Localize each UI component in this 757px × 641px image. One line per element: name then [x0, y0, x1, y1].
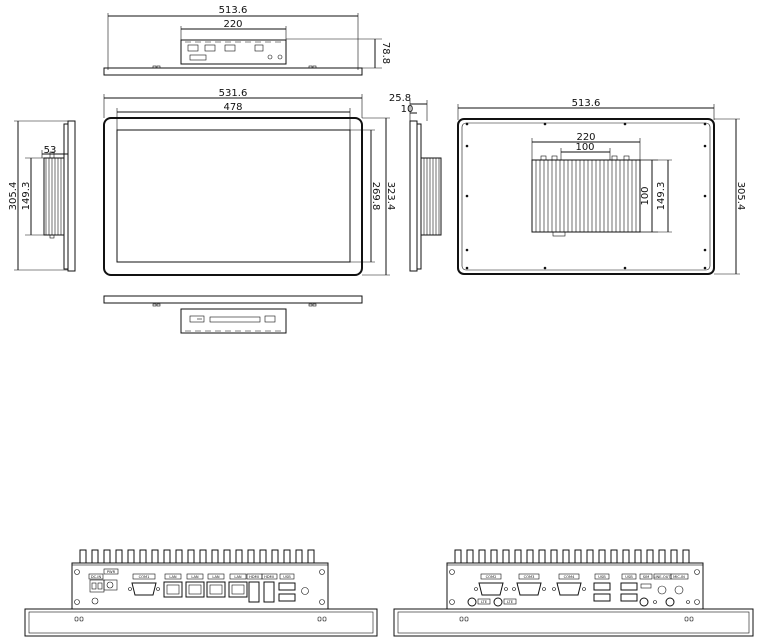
front-overall-height: 323.4	[385, 182, 396, 211]
front-overall-width: 531.6	[219, 88, 248, 99]
lte2-label: LTE	[507, 600, 514, 604]
front-screen-height: 269.8	[370, 182, 381, 211]
hdmi2-label: HDMI	[264, 575, 274, 579]
lan4-label: LAN	[234, 575, 242, 579]
lan2-label: LAN	[191, 575, 199, 579]
side-bezel: 10	[401, 104, 414, 115]
rear-inner-width: 100	[575, 142, 594, 153]
dc-in-label: DC-IN	[91, 575, 102, 579]
front-view: 531.6 478 269.8 323.4	[103, 88, 396, 276]
rear-overall-width: 513.6	[572, 98, 601, 109]
com3-label: COM3	[524, 575, 535, 579]
bottom-view	[103, 295, 363, 334]
rear-view: 513.6 305.4 220 100	[457, 98, 746, 275]
com4-label: COM4	[564, 575, 575, 579]
sim-label: SIM	[643, 575, 649, 579]
rear-box-width: 220	[576, 132, 595, 143]
lan3-label: LAN	[212, 575, 220, 579]
top-view: 513.6 220 78.8	[103, 5, 391, 76]
rear-inner-height: 100	[640, 186, 651, 205]
right-side-view: 25.8 10	[389, 93, 442, 272]
io-detail-left: DC-IN PWR COM1 LAN LAN LAN LAN HDMI HDMI	[24, 549, 378, 637]
top-box-width: 220	[223, 19, 242, 30]
side-depth: 25.8	[389, 93, 411, 104]
left-box-height: 149.3	[21, 182, 32, 211]
left-box-depth: 53	[44, 145, 57, 156]
com2-label: COM2	[486, 575, 497, 579]
mounting-holes	[465, 122, 707, 270]
io-detail-right: COM2 COM3 COM4 USB USB SIM LINE-OUT MIC-…	[393, 549, 754, 637]
left-side-view: 305.4 149.3 53	[8, 120, 76, 272]
hdmi1-label: HDMI	[249, 575, 259, 579]
rear-box-height: 149.3	[656, 182, 667, 211]
com1-label: COM1	[139, 575, 150, 579]
usb-right2-label: USB	[625, 575, 633, 579]
lte1-label: LTE	[481, 600, 488, 604]
rear-overall-height: 305.4	[735, 182, 746, 211]
pwr-label: PWR	[107, 570, 116, 574]
usb-right1-label: USB	[598, 575, 606, 579]
line-out-label: LINE-OUT	[653, 575, 671, 579]
front-screen-width: 478	[223, 102, 242, 113]
mic-in-label: MIC-IN	[673, 575, 685, 579]
left-height: 305.4	[8, 182, 19, 211]
lan1-label: LAN	[169, 575, 177, 579]
top-depth: 78.8	[380, 42, 391, 64]
usb-left-label: USB	[283, 575, 291, 579]
top-overall-width: 513.6	[219, 5, 248, 16]
